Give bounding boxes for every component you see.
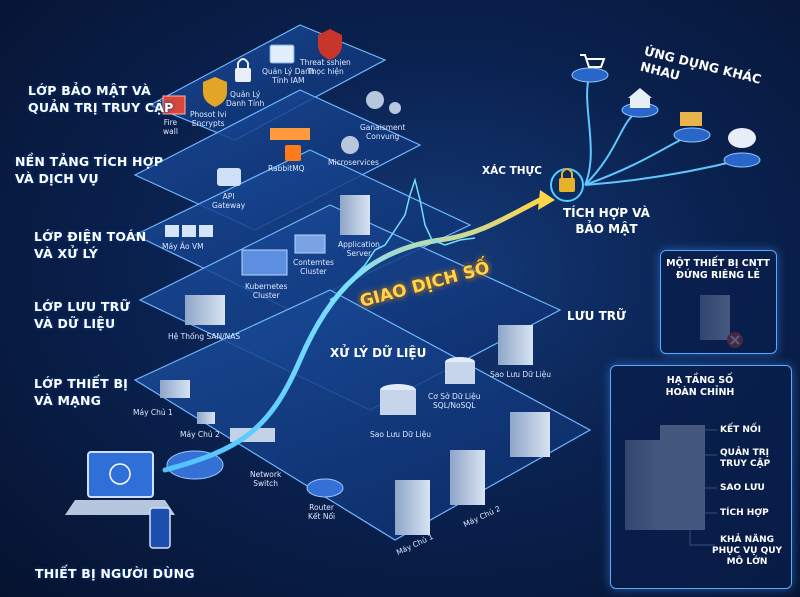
server-icon-top-1 bbox=[160, 380, 190, 398]
encrypts-label: Phosot Ivi Encrypts bbox=[190, 110, 227, 128]
bank-icon bbox=[628, 88, 652, 98]
standalone-panel bbox=[660, 250, 777, 354]
phone-icon bbox=[149, 507, 171, 549]
api-gateway-icon bbox=[217, 168, 241, 186]
router-connect-icon bbox=[306, 478, 344, 498]
transaction-spike bbox=[329, 177, 476, 301]
layer-label-compute: LỚP ĐIỆN TOÁN VÀ XỬ LÝ bbox=[34, 229, 147, 261]
message-queue-icon bbox=[270, 128, 310, 140]
layer-label-storage: LỚP LƯU TRỮ VÀ DỮ LIỆU bbox=[34, 299, 131, 331]
truck-icon bbox=[680, 112, 702, 126]
kubernetes-icon bbox=[241, 249, 288, 276]
router-label: Router Kết Nối bbox=[308, 503, 336, 521]
storage-icons bbox=[185, 295, 533, 415]
consuming-label: Ganaisment Convung bbox=[360, 123, 406, 141]
lock-icon bbox=[235, 68, 251, 82]
api-gateway-label: API Gateway bbox=[212, 192, 246, 210]
complete-item-backup: SAO LƯU bbox=[720, 483, 765, 493]
server-icon-2 bbox=[450, 450, 485, 505]
storage-section-label: LƯU TRỮ bbox=[567, 309, 627, 323]
flow-arrow-icon bbox=[538, 190, 555, 210]
complete-item-connect: KẾT NỐI bbox=[720, 425, 761, 435]
microservices-label: Microservices bbox=[328, 158, 379, 167]
container-icon bbox=[294, 234, 326, 254]
backup-label-2: Sao Lưu Dữ Liệu bbox=[490, 370, 551, 379]
app-server-icon bbox=[340, 195, 370, 235]
kubernetes-label: Kubernetes Cluster bbox=[245, 282, 288, 300]
cart-icon bbox=[580, 54, 606, 68]
integration-security-label: TÍCH HỢP VÀ BẢO MẬT bbox=[563, 206, 650, 236]
firewall-label: Fire wall bbox=[163, 118, 178, 136]
layer-label-integration: NỀN TẢNG TÍCH HỢP VÀ DỊCH VỤ bbox=[15, 154, 164, 186]
rabbitmq-icon bbox=[285, 145, 301, 161]
server-2-top-label: Máy Chủ 2 bbox=[180, 430, 220, 439]
auth-label: XÁC THỰC bbox=[482, 165, 543, 177]
switch-label: Network Switch bbox=[250, 470, 282, 488]
complete-item-scale: KHẢ NĂNG PHỤC VỤ QUY MÔ LỚN bbox=[712, 535, 783, 567]
complete-title: HẠ TẦNG SỐ HOÀN CHỈNH bbox=[665, 375, 735, 398]
server-rack-icon bbox=[510, 412, 550, 457]
san-nas-icon bbox=[185, 295, 225, 325]
backup-label: Sao Lưu Dữ Liệu bbox=[370, 430, 431, 439]
threat-label: Threat sshịen Thọc hiện bbox=[300, 58, 351, 76]
rabbitmq-label: RabbitMQ bbox=[268, 164, 305, 173]
app-server-label: Application Server bbox=[338, 240, 380, 258]
complete-panel bbox=[610, 365, 792, 589]
server-icon-top-2 bbox=[197, 412, 215, 424]
shield-icon bbox=[203, 77, 227, 107]
layer-label-security: LỚP BẢO MẬT VÀ QUẢN TRỊ TRUY CẬP bbox=[28, 83, 174, 115]
app-icons bbox=[571, 54, 761, 168]
iam-label: Quản Lý Danh Tính IAM bbox=[262, 67, 315, 85]
gear-icon-3 bbox=[389, 102, 401, 114]
auth-lock-icon bbox=[559, 178, 575, 192]
user-devices-label: THIẾT BỊ NGƯỜI DÙNG bbox=[35, 566, 195, 581]
vm-icon bbox=[165, 225, 179, 237]
complete-item-access: QUẢN TRỊ TRUY CẬP bbox=[720, 448, 771, 469]
firewall-icon bbox=[162, 95, 186, 115]
user-devices bbox=[65, 451, 175, 549]
id-card-icon bbox=[269, 44, 295, 64]
backup-server-icon bbox=[498, 325, 533, 365]
server-1-top-label: Máy Chủ 1 bbox=[133, 408, 173, 417]
cloud-icon bbox=[728, 128, 756, 148]
threat-shield-icon bbox=[318, 29, 342, 60]
globe-icon bbox=[109, 463, 131, 485]
san-nas-label: Hệ Thống SAN/NAS bbox=[168, 332, 241, 341]
complete-item-integration: TÍCH HỢP bbox=[720, 508, 769, 518]
identity-label: Quản Lý Danh Tính bbox=[226, 90, 265, 108]
compute-icons bbox=[165, 195, 370, 276]
gear-icon-2 bbox=[366, 91, 384, 109]
server-icon-1 bbox=[395, 480, 430, 535]
data-flow-path bbox=[162, 197, 543, 473]
gear-icon bbox=[341, 136, 359, 154]
layer-label-network: LỚP THIẾT BỊ VÀ MẠNG bbox=[34, 376, 129, 408]
network-icons bbox=[160, 380, 550, 535]
data-processing-label: XỬ LÝ DỮ LIỆU bbox=[330, 346, 427, 360]
vm-label: Máy Ảo VM bbox=[162, 242, 204, 251]
laptop-icon bbox=[87, 451, 154, 498]
contentes-label: Contemtes Cluster bbox=[293, 258, 334, 276]
integration-icons bbox=[217, 91, 401, 186]
standalone-title: MỘT THIẾT BỊ CNTT ĐỨNG RIÊNG LẺ bbox=[666, 258, 770, 281]
sql-label: Cơ Sở Dữ Liệu SQL/NoSQL bbox=[428, 392, 481, 410]
security-icons bbox=[162, 29, 342, 115]
